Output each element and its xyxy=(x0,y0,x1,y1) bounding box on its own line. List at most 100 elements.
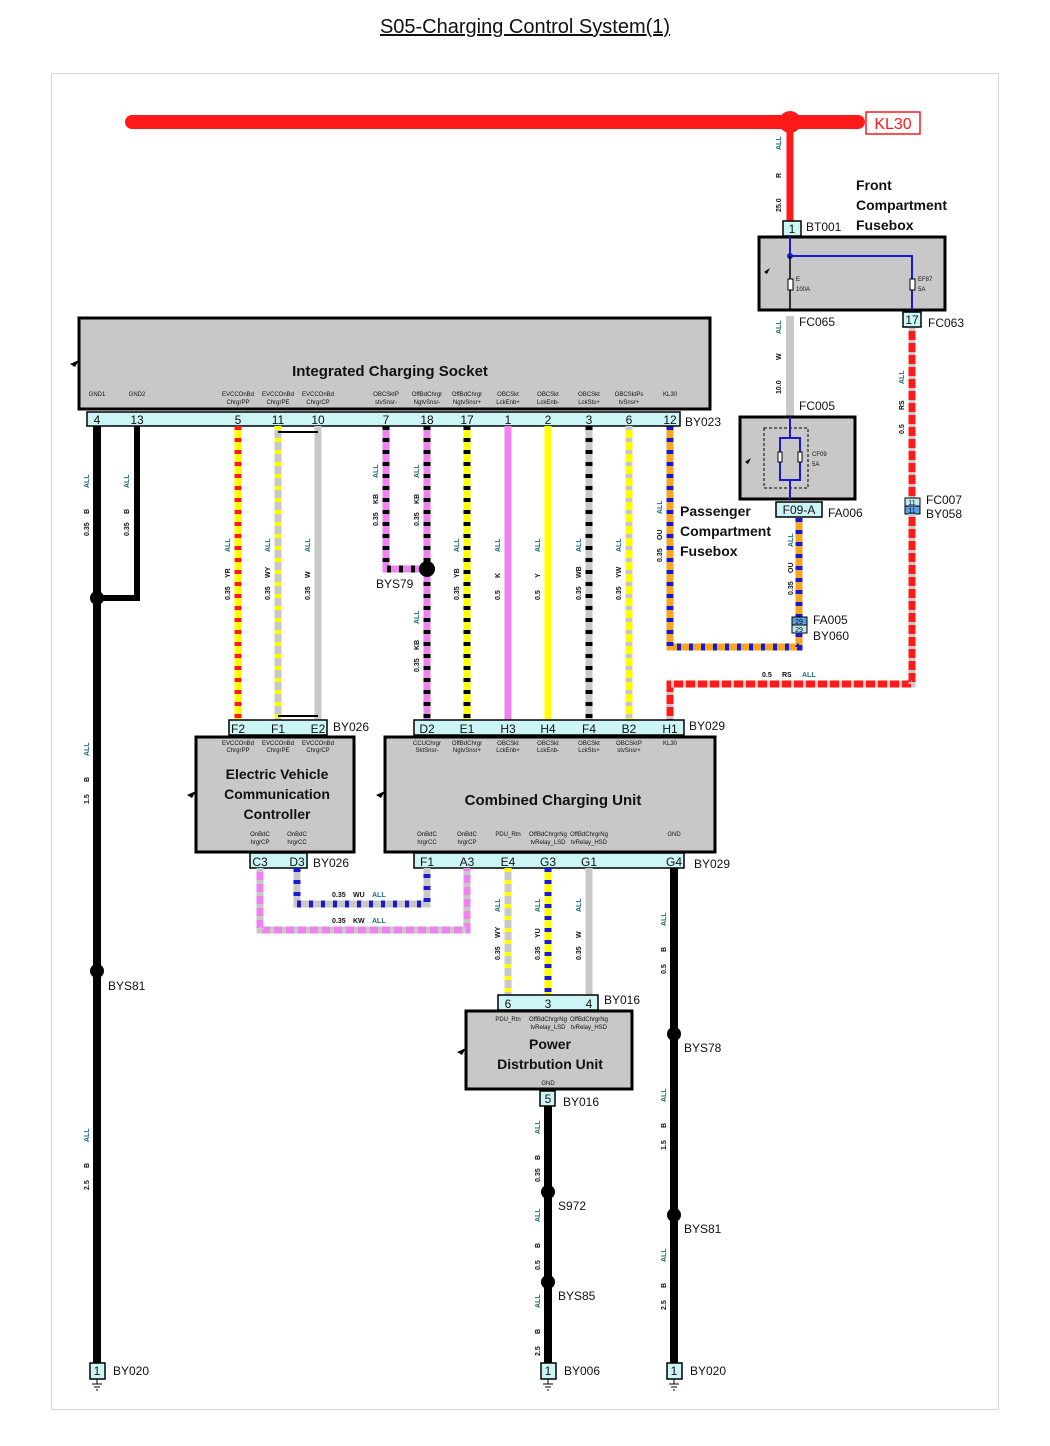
svg-text:Y: Y xyxy=(535,573,542,578)
svg-text:B: B xyxy=(535,1243,542,1248)
socket-ccu-wires xyxy=(382,426,633,722)
svg-text:0.35: 0.35 xyxy=(535,1168,542,1182)
evcc-top-pin-label: ChrgrPP xyxy=(226,748,249,754)
front-compartment-fusebox: 1 BT001 Front Compartment Fusebox E 100A… xyxy=(757,177,964,330)
pdu-top-pin-3: 3 xyxy=(545,997,552,1011)
svg-text:FC063: FC063 xyxy=(928,316,964,330)
ccu-top-pin-label: OffBdChrgr xyxy=(452,741,482,747)
pdu-top-pin-4: 4 xyxy=(586,997,593,1011)
socket-pin-label: OffBdChrgr xyxy=(412,392,442,398)
svg-text:B: B xyxy=(535,1329,542,1334)
svg-text:E: E xyxy=(796,277,800,283)
svg-text:BY060: BY060 xyxy=(813,629,849,643)
svg-text:BY029: BY029 xyxy=(694,857,730,871)
ccu-bottom-pin-label: OnBdC xyxy=(457,832,477,838)
socket-pin-4: 4 xyxy=(94,413,101,427)
svg-text:0.35: 0.35 xyxy=(124,522,131,536)
svg-text:ALL: ALL xyxy=(657,500,664,514)
svg-text:ALL: ALL xyxy=(84,1128,91,1142)
ccu-bottom-pin-G3: G3 xyxy=(540,855,556,869)
ground-by020-left: 1 BY020 xyxy=(89,1362,149,1391)
svg-text:11: 11 xyxy=(908,500,915,507)
svg-text:YB: YB xyxy=(454,568,461,578)
evcc-bottom-pin-label: hrgrCP xyxy=(250,840,269,846)
pdu-bottom-pin-label: GND xyxy=(541,1081,555,1087)
svg-text:ALL: ALL xyxy=(84,474,91,488)
svg-text:K: K xyxy=(495,573,502,578)
svg-text:ALL: ALL xyxy=(495,898,502,912)
ccu-bottom-pin-G4: G4 xyxy=(666,855,682,869)
svg-text:ALL: ALL xyxy=(788,533,795,547)
svg-text:ALL: ALL xyxy=(372,918,386,925)
combined-charging-unit: BY029 Combined Charging Unit BY029 xyxy=(376,719,730,871)
socket-pin-7: 7 xyxy=(383,413,390,427)
svg-text:1: 1 xyxy=(545,1364,552,1378)
socket-pin-label: OffBdChrgr xyxy=(452,392,482,398)
kl30-drop-label: 25.0 R ALL xyxy=(776,136,783,212)
ev-communication-controller: BY026 Electric Vehicle Communication Con… xyxy=(187,719,369,870)
svg-text:Communication: Communication xyxy=(224,786,330,802)
svg-text:ALL: ALL xyxy=(776,320,783,334)
svg-text:0.35: 0.35 xyxy=(332,918,346,925)
bys81-left-label: BYS81 xyxy=(108,979,146,993)
svg-text:0.35: 0.35 xyxy=(373,512,380,526)
svg-text:KB: KB xyxy=(373,494,380,504)
svg-text:0.35: 0.35 xyxy=(414,512,421,526)
ccu-bottom-pin-label: OffBdChrgrNg xyxy=(570,832,608,838)
svg-text:Front: Front xyxy=(856,177,892,193)
svg-text:BY026: BY026 xyxy=(333,720,369,734)
svg-text:11: 11 xyxy=(908,508,915,515)
svg-text:ALL: ALL xyxy=(535,1294,542,1308)
svg-text:Distrbution Unit: Distrbution Unit xyxy=(497,1056,603,1072)
svg-text:10.0: 10.0 xyxy=(776,380,783,394)
svg-text:0.35: 0.35 xyxy=(535,946,542,960)
svg-text:0.35: 0.35 xyxy=(788,581,795,595)
svg-text:RS: RS xyxy=(899,400,906,410)
svg-text:ALL: ALL xyxy=(414,610,421,624)
ccu-top-pin-label: KL30 xyxy=(663,741,678,747)
svg-text:ALL: ALL xyxy=(776,136,783,150)
s972-label: S972 xyxy=(558,1199,586,1213)
svg-text:B: B xyxy=(535,1155,542,1160)
svg-text:BY016: BY016 xyxy=(563,1095,599,1109)
svg-text:RS: RS xyxy=(782,672,792,679)
svg-text:FA006: FA006 xyxy=(828,506,863,520)
ccu-top-pin-label: OBCSkt xyxy=(537,741,559,747)
svg-text:BY006: BY006 xyxy=(564,1364,600,1378)
svg-text:FC065: FC065 xyxy=(799,315,835,329)
ccu-top-pin-label: OBCSkt xyxy=(497,741,519,747)
socket-pin-label: EVCCOnBd xyxy=(262,392,294,398)
ccu-top-pin-label: LckSts+ xyxy=(578,748,600,754)
evcc-bottom-pin-label: OnBdC xyxy=(250,832,270,838)
svg-text:1: 1 xyxy=(671,1364,678,1378)
socket-pin-label: NgtvSnsr- xyxy=(414,400,441,406)
svg-text:KW: KW xyxy=(353,918,365,925)
svg-text:Fusebox: Fusebox xyxy=(856,217,914,233)
evcc-top-pin-label: ChrgrPE xyxy=(266,748,289,754)
socket-pin-label: GND1 xyxy=(89,392,106,398)
pdu-top-pin-label: tvRelay_HSD xyxy=(571,1025,608,1031)
socket-pin-label: stvSnsr- xyxy=(375,400,397,406)
power-distribution-unit: BY016 Power Distrbution Unit BY016 xyxy=(457,993,640,1109)
svg-text:25.0: 25.0 xyxy=(776,198,783,212)
svg-text:Compartment: Compartment xyxy=(856,197,947,213)
pdu-top-pin-label: OffBdChrgrNg xyxy=(570,1017,608,1023)
bys78-label: BYS78 xyxy=(684,1041,722,1055)
svg-text:WU: WU xyxy=(353,892,365,899)
svg-text:BY058: BY058 xyxy=(926,507,962,521)
ccu-bottom-pin-label: tvRelay_HSD xyxy=(571,840,608,846)
bys79-label: BYS79 xyxy=(376,577,414,591)
bys81-right-label: BYS81 xyxy=(684,1222,722,1236)
fc007-connector: 11 11 FC007 BY058 xyxy=(904,493,962,521)
svg-text:KB: KB xyxy=(414,494,421,504)
svg-text:KB: KB xyxy=(414,640,421,650)
svg-text:Passenger: Passenger xyxy=(680,503,751,519)
socket-pin-label: LckSts+ xyxy=(578,400,600,406)
ccu-top-pin-B2: B2 xyxy=(622,722,637,736)
ccu-bottom-pin-label: OnBdC xyxy=(417,832,437,838)
evcc-bottom-pin-label: OnBdC xyxy=(287,832,307,838)
svg-text:ALL: ALL xyxy=(616,538,623,552)
svg-text:Power: Power xyxy=(529,1036,572,1052)
svg-text:EF87: EF87 xyxy=(918,277,933,283)
svg-text:ALL: ALL xyxy=(661,1088,668,1102)
